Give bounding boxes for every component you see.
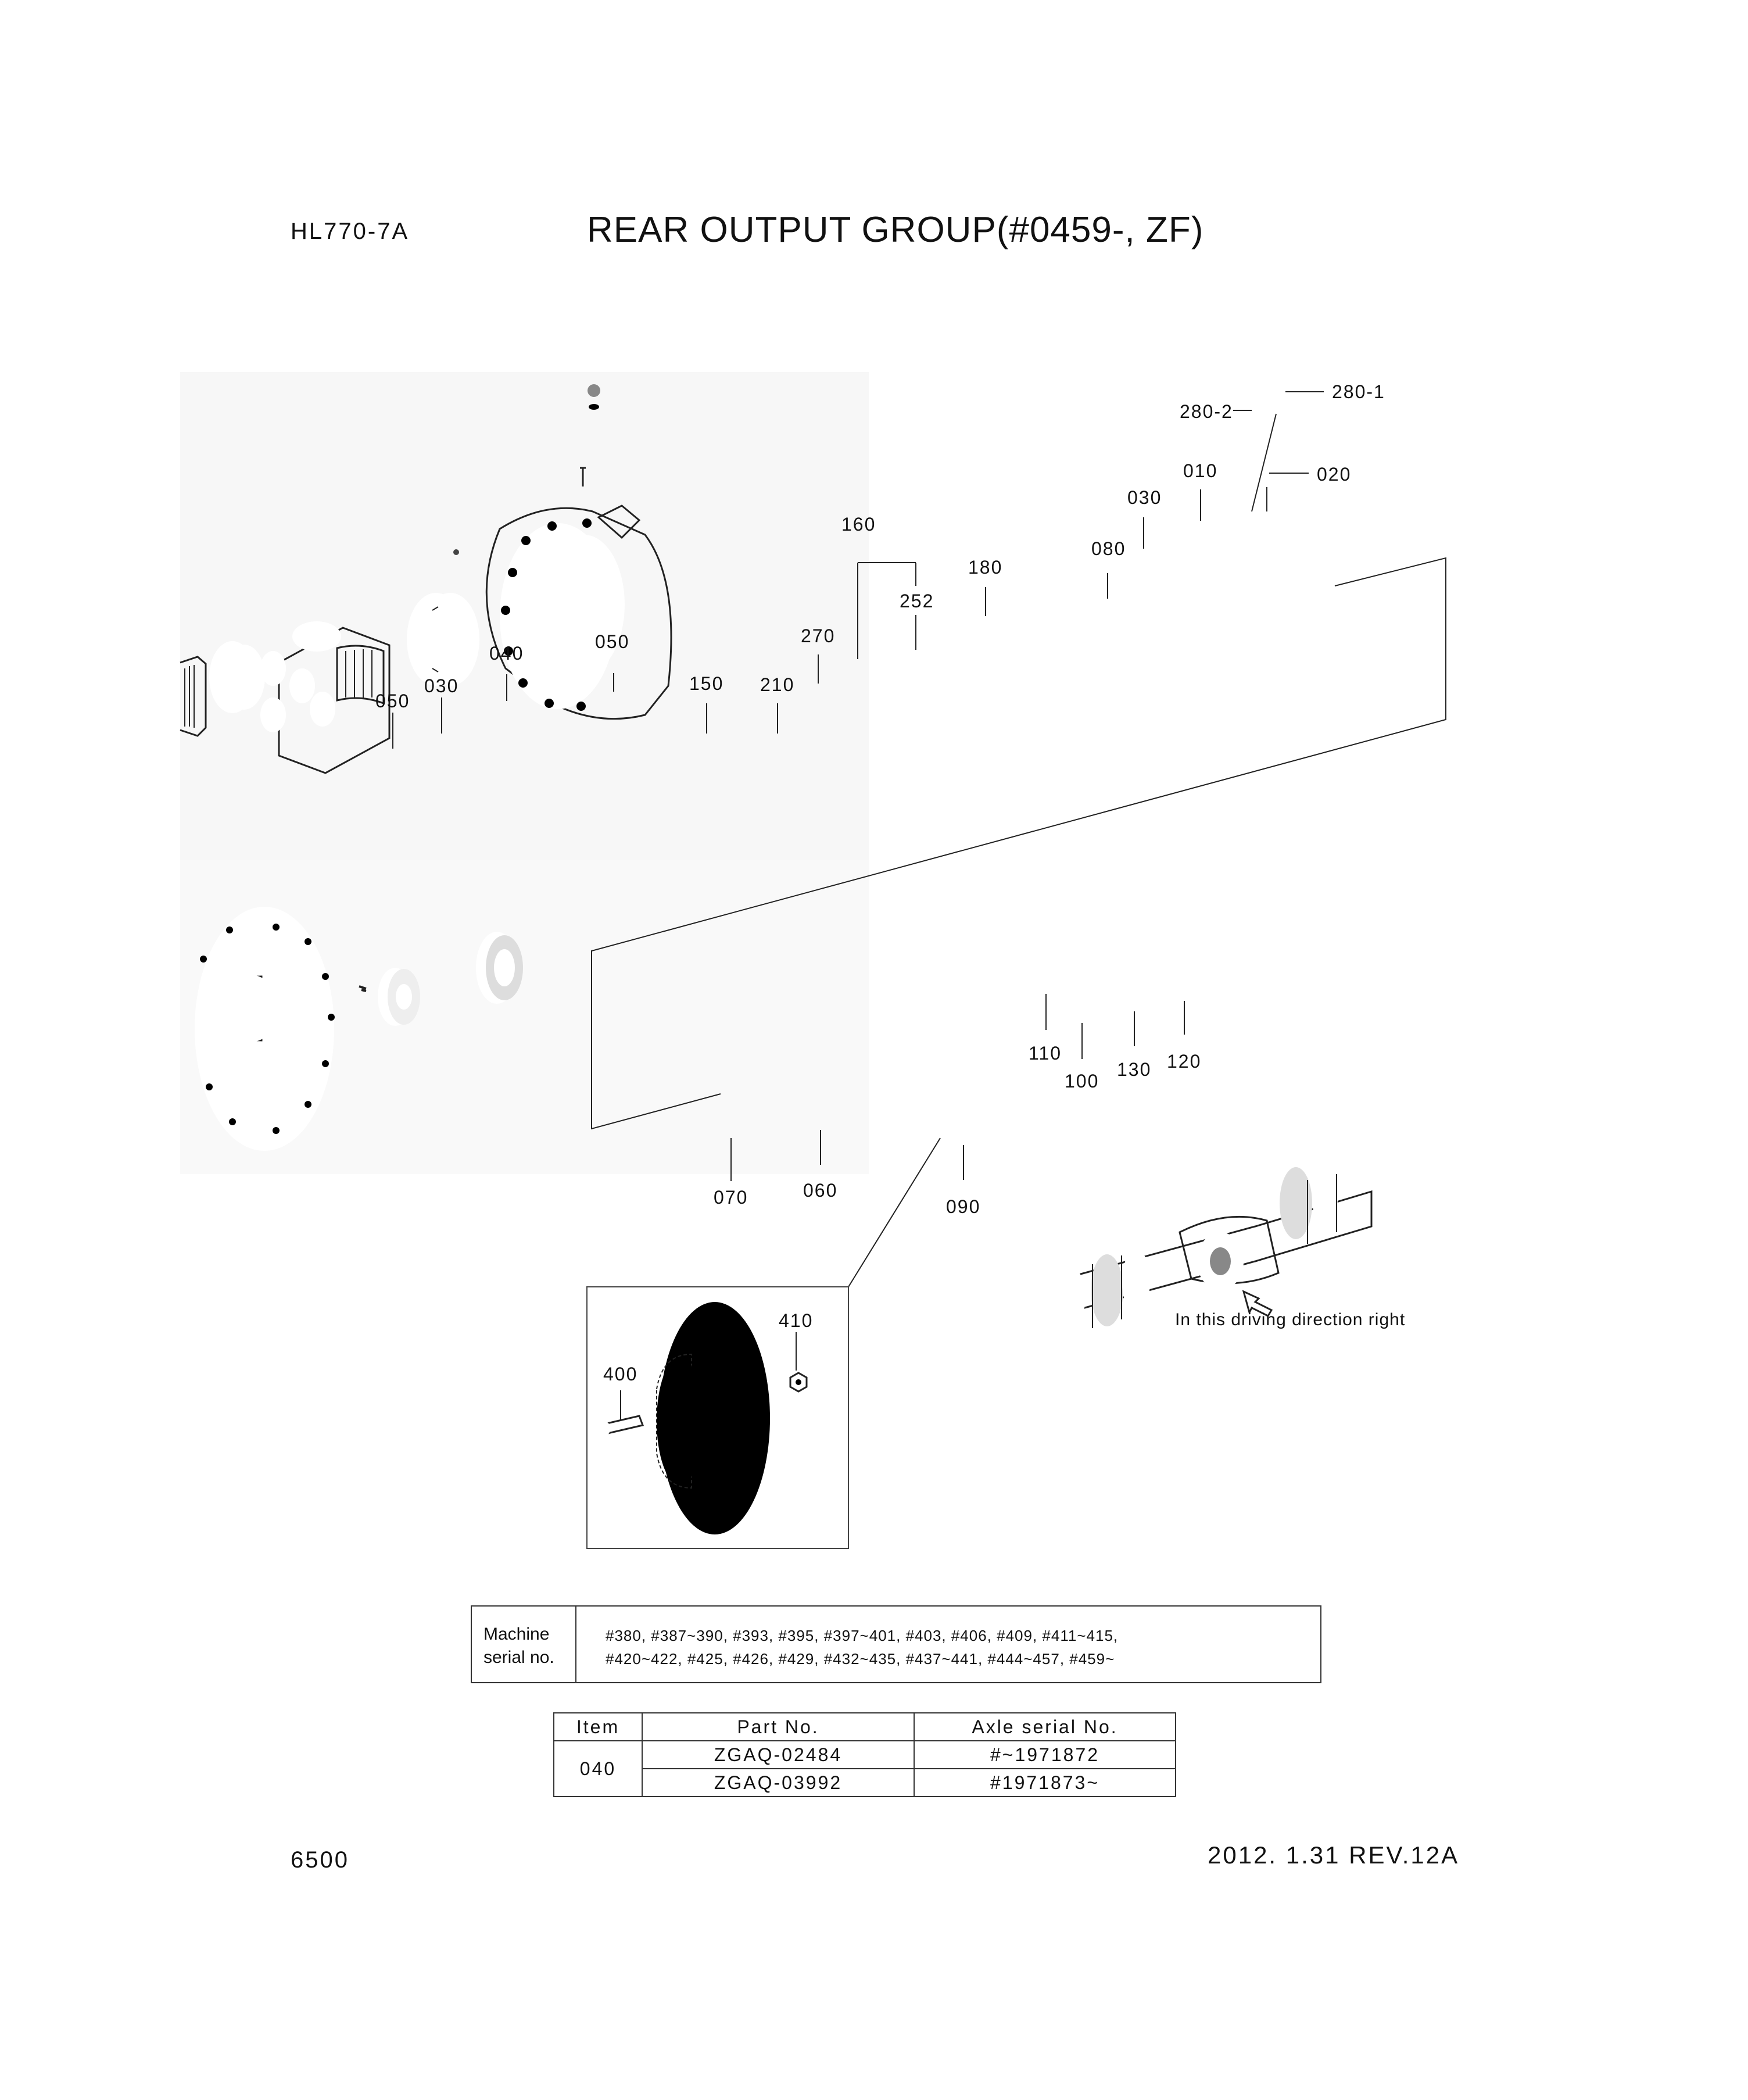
item-number-cell: 040 xyxy=(553,1740,643,1797)
axle-serial-cell: #~1971872 xyxy=(914,1740,1176,1769)
axle-serial-cell: #1971873~ xyxy=(914,1768,1176,1797)
page-title: REAR OUTPUT GROUP(#0459-, ZF) xyxy=(587,210,1204,250)
callout-leaders xyxy=(392,391,1324,1287)
axle-housing-part xyxy=(485,505,672,720)
axle-direction-caption: In this driving direction right xyxy=(1175,1310,1406,1329)
callout-160: 160 xyxy=(841,514,876,535)
header-axle-serial: Axle serial No. xyxy=(914,1712,1176,1741)
serial-label-line-1: Machine xyxy=(483,1625,550,1644)
bolt-part xyxy=(453,384,600,555)
callout-270: 270 xyxy=(801,625,836,646)
callout-210: 210 xyxy=(760,674,795,695)
table-header-row: Item Part No. Axle serial No. xyxy=(553,1712,1176,1741)
gear-shaft-part xyxy=(180,656,207,737)
inset-nut-drawing xyxy=(789,1372,808,1393)
callout-060: 060 xyxy=(803,1180,838,1201)
part-no-cell: ZGAQ-02484 xyxy=(642,1740,915,1769)
callout-410: 410 xyxy=(779,1310,814,1331)
direction-arrow-icon xyxy=(1242,1290,1273,1317)
callout-252: 252 xyxy=(900,591,934,611)
header-item: Item xyxy=(553,1712,643,1741)
output-flange-part xyxy=(195,907,335,1151)
group-bracket-upper xyxy=(591,557,1446,1130)
inset-bolt-drawing xyxy=(601,1415,644,1436)
header-part-no: Part No. xyxy=(642,1712,915,1741)
callout-080: 080 xyxy=(1091,538,1126,559)
callout-070: 070 xyxy=(714,1187,748,1208)
callout-130: 130 xyxy=(1117,1059,1152,1080)
revision-date: 2012. 1.31 REV.12A xyxy=(1208,1841,1460,1869)
serial-table-label: Machine serial no. xyxy=(472,1607,576,1682)
axle-overview-drawing xyxy=(1059,1165,1373,1331)
table-row: 040 ZGAQ-02484 #~1971872 xyxy=(553,1740,1176,1797)
callout-040: 040 xyxy=(489,643,524,664)
serial-table-values: #380, #387~390, #393, #395, #397~401, #4… xyxy=(576,1607,1118,1682)
callout-050-mid: 050 xyxy=(595,631,630,652)
shaft-seal-part xyxy=(476,932,523,1004)
callout-010: 010 xyxy=(1183,460,1218,481)
planet-carrier-part xyxy=(260,621,391,774)
callout-110: 110 xyxy=(1029,1043,1062,1064)
machine-serial-table: Machine serial no. #380, #387~390, #393,… xyxy=(471,1605,1321,1683)
part-number-table: Item Part No. Axle serial No. 040 ZGAQ-0… xyxy=(553,1712,1176,1797)
callout-400: 400 xyxy=(603,1364,638,1385)
callout-150: 150 xyxy=(689,673,724,694)
page-number: 6500 xyxy=(291,1847,349,1873)
callout-030-top: 030 xyxy=(1127,487,1162,508)
serial-label-line-2: serial no. xyxy=(483,1648,554,1667)
callout-090: 090 xyxy=(946,1196,981,1217)
callout-020: 020 xyxy=(1317,464,1352,485)
detail-inset-frame xyxy=(586,1286,849,1549)
model-number: HL770-7A xyxy=(291,219,410,244)
callout-120: 120 xyxy=(1167,1051,1202,1072)
inset-flange-drawing xyxy=(656,1302,770,1534)
callout-050-left: 050 xyxy=(375,691,410,711)
taper-bearing-part xyxy=(407,593,479,686)
callout-180: 180 xyxy=(968,557,1003,578)
serial-values-line-2: #420~422, #425, #426, #429, #432~435, #4… xyxy=(606,1650,1115,1668)
nut-part xyxy=(359,968,420,1026)
callout-280-1: 280-1 xyxy=(1332,381,1385,402)
table-row: ZGAQ-03992 #1971873~ xyxy=(554,1768,1176,1797)
part-no-cell: ZGAQ-03992 xyxy=(642,1768,915,1797)
ring-part xyxy=(209,641,265,713)
serial-values-line-1: #380, #387~390, #393, #395, #397~401, #4… xyxy=(606,1627,1119,1644)
callout-100: 100 xyxy=(1065,1071,1099,1092)
callout-280-2: 280-2 xyxy=(1180,401,1233,422)
callout-030-left: 030 xyxy=(424,675,459,696)
